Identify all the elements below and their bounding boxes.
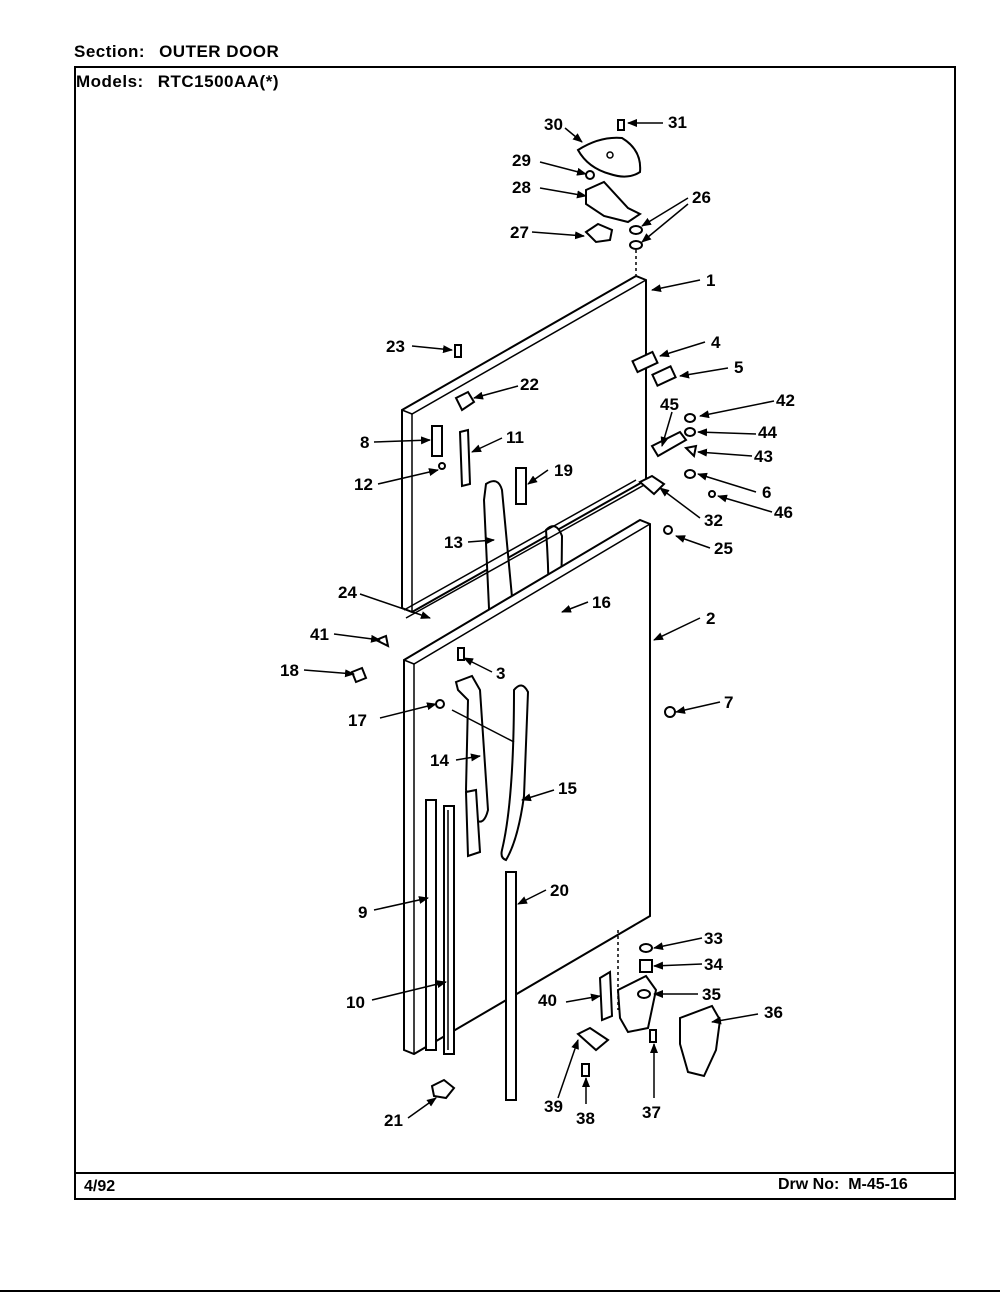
hinge-washers-part bbox=[629, 225, 643, 275]
callout-34: 34 bbox=[704, 955, 723, 974]
callout-46: 46 bbox=[774, 503, 793, 522]
section-label: Section: bbox=[74, 42, 146, 61]
callout-11: 11 bbox=[506, 428, 524, 447]
hinge-screw-part bbox=[617, 119, 625, 131]
hinge-cover-bottom-part bbox=[679, 1004, 722, 1078]
center-hinge-part bbox=[638, 413, 716, 535]
callout-1: 1 bbox=[706, 271, 715, 290]
callout-16: 16 bbox=[592, 593, 611, 612]
callout-31: 31 bbox=[668, 113, 687, 132]
callout-3: 3 bbox=[496, 664, 505, 683]
callout-18: 18 bbox=[280, 661, 299, 680]
callout-10: 10 bbox=[346, 993, 365, 1012]
footer-date: 4/92 bbox=[84, 1178, 116, 1195]
callout-36: 36 bbox=[764, 1003, 783, 1022]
door-hinge-bottom-part bbox=[430, 1078, 456, 1100]
callout-27: 27 bbox=[510, 223, 529, 242]
callout-9: 9 bbox=[358, 903, 367, 922]
leader-lines bbox=[303, 119, 775, 1119]
callout-39: 39 bbox=[544, 1097, 563, 1116]
bottom-hinge-assembly-part bbox=[576, 930, 658, 1077]
callout-13: 13 bbox=[444, 533, 463, 552]
callout-42: 42 bbox=[776, 391, 795, 410]
callout-25: 25 bbox=[714, 539, 733, 558]
callout-20: 20 bbox=[550, 881, 569, 900]
models-value: RTC1500AA(*) bbox=[157, 72, 279, 91]
callout-5: 5 bbox=[734, 358, 743, 377]
callout-8: 8 bbox=[360, 433, 369, 452]
drawing-frame bbox=[74, 66, 956, 1200]
gasket-strip-part bbox=[425, 799, 455, 1055]
callout-6: 6 bbox=[762, 483, 771, 502]
drawing-no-label: Drw No: bbox=[778, 1176, 840, 1193]
fresh-food-handle-trim-part bbox=[500, 684, 530, 862]
callout-2: 2 bbox=[706, 609, 715, 628]
callout-23: 23 bbox=[386, 337, 405, 356]
callout-7: 7 bbox=[724, 693, 733, 712]
models-label: Models: bbox=[76, 72, 144, 91]
door-plug-part bbox=[350, 634, 676, 718]
callout-labels: 1 2 3 4 5 6 7 8 9 10 11 12 13 14 15 16 1… bbox=[280, 113, 795, 1130]
models-header: Models: RTC1500AA(*) bbox=[76, 72, 279, 92]
callout-43: 43 bbox=[754, 447, 773, 466]
callout-4: 4 bbox=[711, 333, 721, 352]
door-stop-part bbox=[631, 350, 677, 387]
page-bottom-rule bbox=[0, 1290, 1000, 1292]
callout-30: 30 bbox=[544, 115, 563, 134]
callout-33: 33 bbox=[704, 929, 723, 948]
callout-26: 26 bbox=[692, 188, 711, 207]
drawing-no-value: M-45-16 bbox=[848, 1176, 908, 1193]
callout-40: 40 bbox=[538, 991, 557, 1010]
callout-28: 28 bbox=[512, 178, 531, 197]
section-value: OUTER DOOR bbox=[159, 42, 280, 61]
callout-24: 24 bbox=[338, 583, 357, 602]
callout-14: 14 bbox=[430, 751, 449, 770]
fresh-food-handle-part bbox=[454, 674, 490, 858]
callout-44: 44 bbox=[758, 423, 777, 442]
callout-32: 32 bbox=[704, 511, 723, 530]
hinge-pin-part bbox=[454, 344, 476, 412]
footer-drawing-number: Drw No: M-45-16 bbox=[778, 1176, 908, 1194]
callout-37: 37 bbox=[642, 1103, 661, 1122]
callout-45: 45 bbox=[660, 395, 679, 414]
callout-38: 38 bbox=[576, 1109, 595, 1128]
callout-35: 35 bbox=[702, 985, 721, 1004]
section-header: Section: OUTER DOOR bbox=[74, 42, 279, 62]
callout-12: 12 bbox=[354, 475, 373, 494]
callout-41: 41 bbox=[310, 625, 329, 644]
callout-17: 17 bbox=[348, 711, 367, 730]
hinge-cover-part bbox=[576, 136, 642, 178]
footer-divider bbox=[74, 1172, 956, 1174]
callout-29: 29 bbox=[512, 151, 531, 170]
callout-22: 22 bbox=[520, 375, 539, 394]
hinge-shim-part bbox=[584, 222, 614, 244]
fresh-food-door-part bbox=[403, 518, 651, 1056]
door-trim-strip-part bbox=[505, 871, 517, 1101]
hinge-bracket-upper-part bbox=[585, 170, 642, 224]
callout-21: 21 bbox=[384, 1111, 403, 1130]
callout-19: 19 bbox=[554, 461, 573, 480]
handle-bracket-upper-part bbox=[431, 425, 527, 505]
door-gasket-strip-upper-part bbox=[403, 479, 647, 619]
callout-15: 15 bbox=[558, 779, 577, 798]
